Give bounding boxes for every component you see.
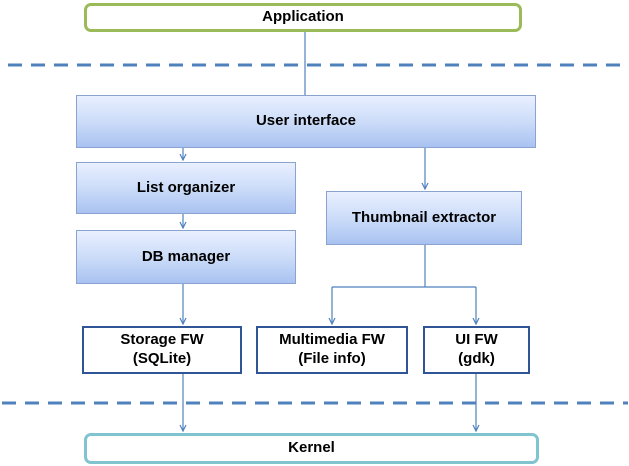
- multimedia-fw-box: Multimedia FW (File info): [256, 326, 408, 374]
- user-interface-box: User interface: [76, 95, 536, 148]
- user-interface-label: User interface: [255, 112, 357, 130]
- thumbnail-extractor-box: Thumbnail extractor: [326, 191, 522, 245]
- storage-fw-box: Storage FW (SQLite): [82, 326, 242, 374]
- application-label: Application: [262, 8, 344, 26]
- kernel-label: Kernel: [288, 439, 335, 457]
- thumbnail-extractor-label: Thumbnail extractor: [351, 208, 497, 226]
- list-organizer-label: List organizer: [136, 178, 236, 196]
- multimedia-fw-label: Multimedia FW (File info): [279, 331, 385, 367]
- db-manager-box: DB manager: [76, 230, 296, 284]
- ui-fw-label: UI FW (gdk): [455, 331, 498, 367]
- ui-fw-box: UI FW (gdk): [423, 326, 530, 374]
- list-organizer-box: List organizer: [76, 162, 296, 214]
- kernel-box: Kernel: [84, 433, 539, 464]
- storage-fw-label: Storage FW (SQLite): [120, 331, 204, 367]
- application-box: Application: [84, 3, 522, 32]
- db-manager-label: DB manager: [141, 247, 231, 265]
